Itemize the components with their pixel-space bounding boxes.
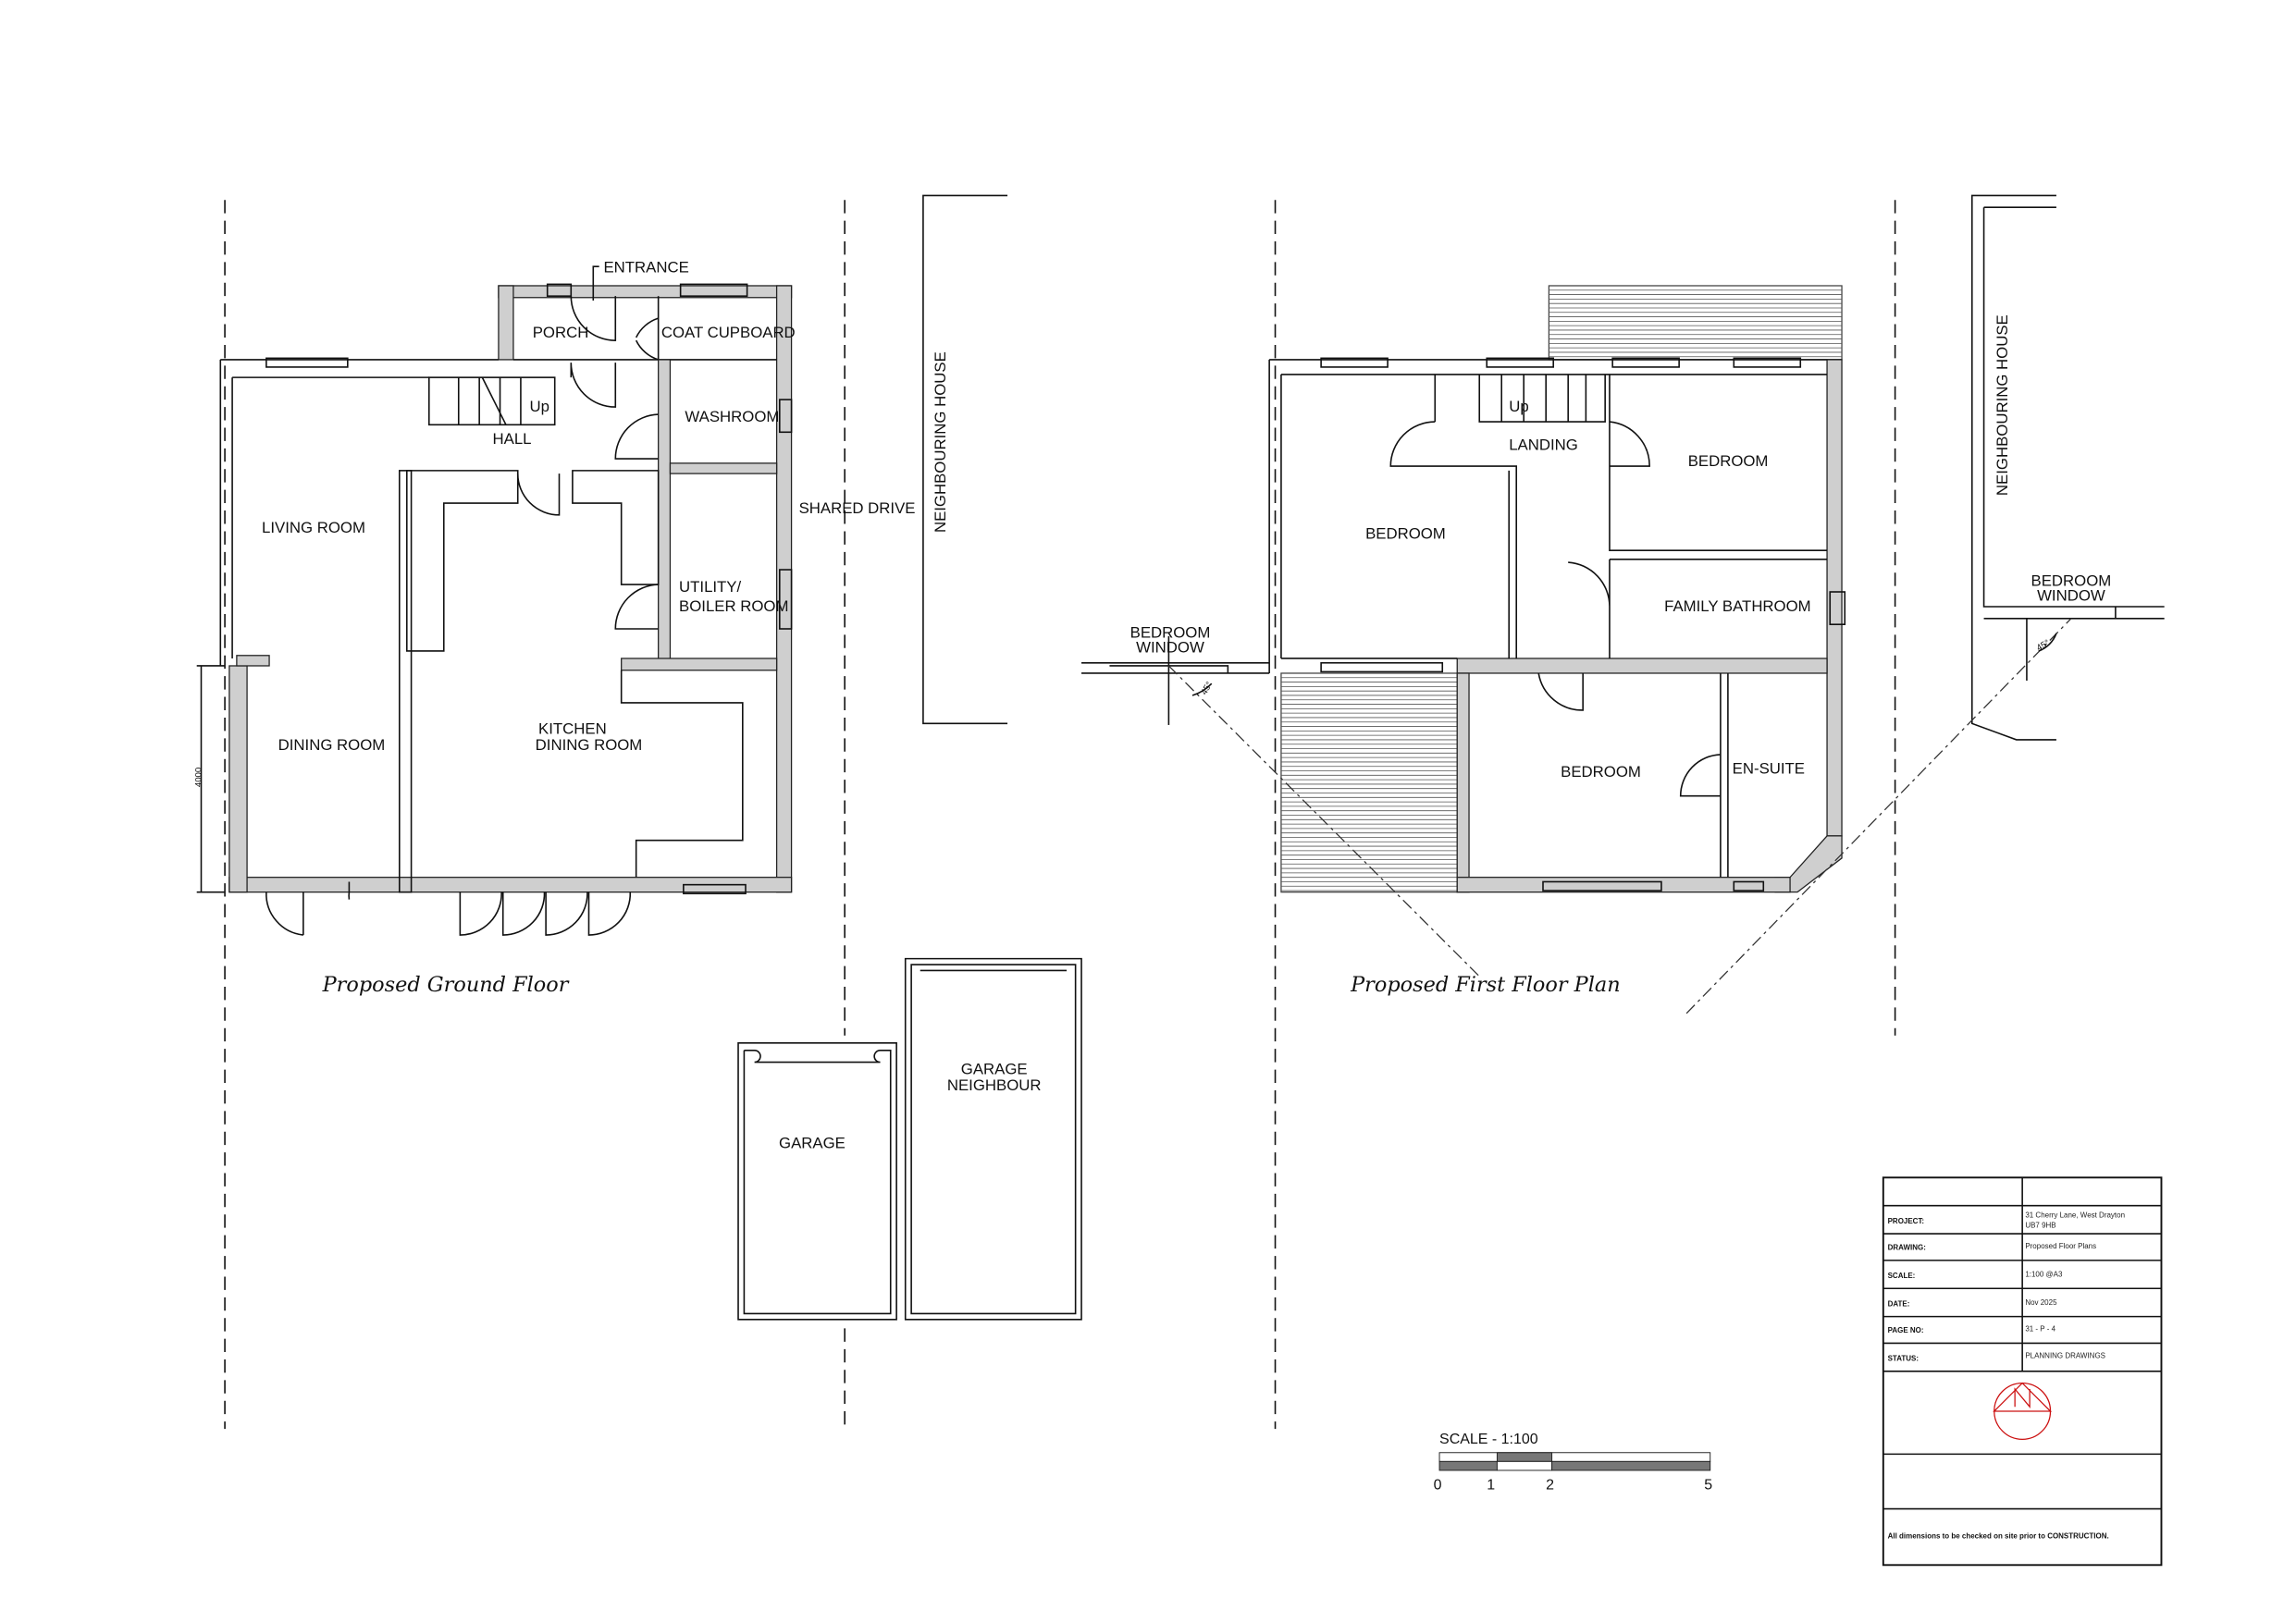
- tb-status-value: PLANNING DRAWINGS: [2025, 1351, 2105, 1359]
- roof-area-top: [1548, 285, 1843, 361]
- label-shared-drive: SHARED DRIVE: [799, 499, 916, 517]
- scale-tick-5: 5: [1704, 1478, 1712, 1494]
- first-floor-caption: Proposed First Floor Plan: [1350, 973, 1621, 997]
- ground-floor-caption: Proposed Ground Floor: [322, 973, 570, 997]
- label-landing: LANDING: [1509, 436, 1578, 453]
- label-living-room: LIVING ROOM: [262, 519, 365, 536]
- label-bedroom-window-left-1: BEDROOM: [1130, 624, 1211, 642]
- tb-project-postcode: UB7 9HB: [2025, 1222, 2055, 1230]
- stair-treads: [457, 376, 522, 425]
- tb-project-key: PROJECT:: [1888, 1217, 1924, 1225]
- label-landing-stairs-up: Up: [1509, 398, 1528, 415]
- label-stairs-up: Up: [530, 398, 549, 415]
- scale-tick-2: 2: [1546, 1478, 1554, 1494]
- angle-label-left: 45°: [1199, 680, 1215, 696]
- tb-drawing-value: Proposed Floor Plans: [2025, 1242, 2096, 1250]
- label-porch: PORCH: [533, 324, 589, 341]
- roof-area-rear: [1280, 672, 1458, 893]
- label-garage-neighbour-1: GARAGE: [961, 1060, 1028, 1077]
- scale-title: SCALE - 1:100: [1439, 1432, 1538, 1447]
- scale-bar: SCALE - 1:100 0 1 2 5: [1434, 1432, 1713, 1494]
- label-hall: HALL: [493, 430, 532, 448]
- title-block: PROJECT: 31 Cherry Lane, West Drayton UB…: [1882, 1176, 2163, 1567]
- label-bedroom-window-right-1: BEDROOM: [2031, 572, 2112, 590]
- label-kitchen-dining: DINING ROOM: [536, 736, 643, 754]
- label-bedroom-1: BEDROOM: [1365, 524, 1446, 542]
- angle-label-right: 45°: [2035, 638, 2052, 654]
- tb-date-key: DATE:: [1888, 1299, 1910, 1308]
- label-washroom: WASHROOM: [685, 408, 779, 425]
- label-garage: GARAGE: [779, 1134, 846, 1151]
- label-utility: UTILITY/: [679, 578, 741, 596]
- label-dining-room: DINING ROOM: [278, 736, 386, 754]
- roof-lines-rear: [1280, 677, 1458, 891]
- tb-page-value: 31 - P - 4: [2025, 1325, 2055, 1334]
- label-bedroom-2: BEDROOM: [1688, 452, 1769, 470]
- garage-outline: [737, 1041, 897, 1321]
- label-neighbouring-house: NEIGHBOURING HOUSE: [932, 351, 949, 533]
- tb-page-key: PAGE NO:: [1888, 1326, 1924, 1334]
- tb-scale-key: SCALE:: [1888, 1272, 1916, 1280]
- label-entrance: ENTRANCE: [603, 259, 688, 277]
- garage-neighbour-outline: [904, 957, 1082, 1321]
- first-floor-plan: LANDING Up BEDROOM BEDROOM FAMILY BATHRO…: [1081, 194, 2165, 1014]
- landing-stair-treads: [1500, 374, 1587, 423]
- label-boiler-room: BOILER ROOM: [679, 597, 788, 615]
- label-bedroom-3: BEDROOM: [1561, 763, 1641, 781]
- tb-project-value: 31 Cherry Lane, West Drayton: [2025, 1211, 2125, 1219]
- dimension-label: 4000: [193, 768, 204, 787]
- label-family-bathroom: FAMILY BATHROOM: [1664, 597, 1811, 615]
- neighbouring-house-outline: [922, 194, 1008, 725]
- scale-tick-0: 0: [1434, 1478, 1442, 1494]
- label-coat-cupboard: COAT CUPBOARD: [661, 324, 796, 341]
- tb-status-key: STATUS:: [1888, 1355, 1919, 1363]
- label-garage-neighbour-2: NEIGHBOUR: [947, 1076, 1042, 1094]
- label-bedroom-window-right-2: WINDOW: [2037, 587, 2105, 605]
- label-bedroom-window-left-2: WINDOW: [1136, 639, 1204, 657]
- label-kitchen: KITCHEN: [538, 720, 607, 738]
- tb-drawing-key: DRAWING:: [1888, 1244, 1926, 1252]
- roof-lines-top: [1549, 289, 1843, 358]
- label-en-suite: EN-SUITE: [1733, 760, 1805, 778]
- ground-floor-plan: 4000 ENTRANCE PORCH COAT CUPBOARD Up HAL…: [193, 194, 1082, 1321]
- scale-tick-1: 1: [1487, 1478, 1495, 1494]
- tb-note: All dimensions to be checked on site pri…: [1888, 1532, 2109, 1541]
- tb-scale-value: 1:100 @A3: [2025, 1270, 2063, 1278]
- label-neighbouring-house-right: NEIGHBOURING HOUSE: [1994, 314, 2011, 496]
- boundary-lines: [224, 200, 1896, 1430]
- tb-date-value: Nov 2025: [2025, 1298, 2057, 1307]
- north-arrow-logo: [1993, 1382, 2053, 1441]
